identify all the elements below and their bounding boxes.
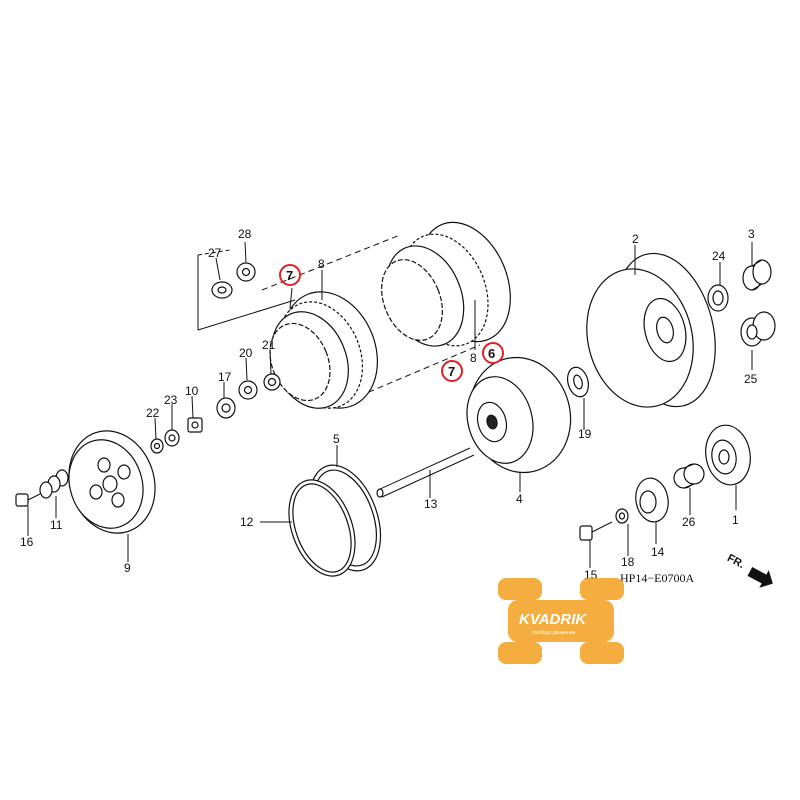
label-part-26: 26 bbox=[682, 515, 696, 529]
part-16-bolt bbox=[15, 493, 41, 507]
watermark-tagline: свобода движения bbox=[532, 630, 576, 636]
label-part-18: 18 bbox=[621, 555, 635, 569]
label-part-20: 20 bbox=[239, 346, 253, 360]
label-part-22: 22 bbox=[146, 406, 160, 420]
part-20-lock-washer bbox=[238, 380, 258, 400]
label-part-21: 21 bbox=[262, 338, 276, 352]
part-15-bolt bbox=[579, 521, 613, 541]
part-2-clutch-outer bbox=[586, 252, 716, 408]
part-11-spring bbox=[39, 469, 69, 499]
part-22-washer bbox=[150, 438, 164, 454]
label-part-14: 14 bbox=[651, 545, 665, 559]
leader-lines bbox=[27, 242, 753, 568]
label-part-5: 5 bbox=[333, 432, 340, 446]
part-18-washer bbox=[615, 508, 629, 524]
highlight-circles bbox=[279, 264, 504, 382]
part-1-primary-gear bbox=[705, 424, 751, 486]
label-part-16: 16 bbox=[20, 535, 34, 549]
label-part-8a: 8 bbox=[318, 257, 325, 271]
part-7-8-front-disc-pack bbox=[269, 291, 378, 409]
part-13-shaft bbox=[376, 447, 475, 498]
label-part-6: 6 bbox=[488, 346, 495, 361]
part-4-clutch-center bbox=[466, 356, 572, 474]
label-part-2: 2 bbox=[632, 232, 639, 246]
label-part-7a: 7 bbox=[286, 268, 293, 283]
part-10-bolt bbox=[187, 417, 203, 433]
part-17-nut bbox=[216, 397, 236, 419]
part-9-pressure-plate bbox=[68, 430, 156, 534]
label-part-7b: 7 bbox=[448, 364, 455, 379]
fr-label: FR. bbox=[725, 552, 746, 571]
label-part-28: 28 bbox=[238, 227, 252, 241]
label-part-1: 1 bbox=[732, 513, 739, 527]
part-8-rear-disc-pack bbox=[381, 221, 511, 347]
label-part-3: 3 bbox=[748, 227, 755, 241]
label-part-19: 19 bbox=[578, 427, 592, 441]
label-part-9: 9 bbox=[124, 561, 131, 575]
part-14-gear bbox=[635, 477, 669, 523]
part-19-washer bbox=[566, 366, 590, 398]
part-3-collar bbox=[742, 259, 772, 291]
part-24-needle-bearing bbox=[707, 284, 729, 312]
watermark-brand: KVADRIK bbox=[519, 611, 587, 628]
label-part-27: 27 bbox=[208, 246, 222, 260]
label-part-12: 12 bbox=[240, 515, 254, 529]
part-23-bearing bbox=[164, 429, 180, 447]
arrow-right-icon bbox=[747, 567, 773, 588]
label-part-8b: 8 bbox=[470, 351, 477, 365]
part-12-o-ring bbox=[288, 479, 356, 577]
diagram-code-label: HP14−E0700A bbox=[620, 571, 694, 585]
label-part-11: 11 bbox=[50, 518, 63, 532]
label-part-24: 24 bbox=[712, 249, 726, 263]
label-part-23: 23 bbox=[164, 393, 178, 407]
label-part-17: 17 bbox=[218, 370, 232, 384]
label-part-25: 25 bbox=[744, 372, 758, 386]
part-25-collar bbox=[740, 311, 776, 347]
part-27-washer bbox=[211, 257, 233, 299]
highlight-part-7b bbox=[441, 360, 463, 382]
part-26-collar bbox=[673, 463, 705, 489]
part-21-washer bbox=[263, 373, 281, 391]
part-labels: 1 2 3 4 5 6 7 7 8 8 9 10 11 12 13 14 15 … bbox=[20, 227, 758, 582]
part-28-lock-washer bbox=[236, 241, 256, 282]
highlight-part-7a bbox=[279, 264, 301, 286]
kvadrik-watermark: KVADRIK свобода движения bbox=[498, 578, 624, 664]
label-part-10: 10 bbox=[185, 384, 199, 398]
tire-tread-icon bbox=[498, 578, 624, 664]
label-part-13: 13 bbox=[424, 497, 438, 511]
label-part-4: 4 bbox=[516, 492, 523, 506]
fr-direction-arrow: FR. bbox=[725, 552, 773, 588]
highlight-part-6 bbox=[482, 342, 504, 364]
